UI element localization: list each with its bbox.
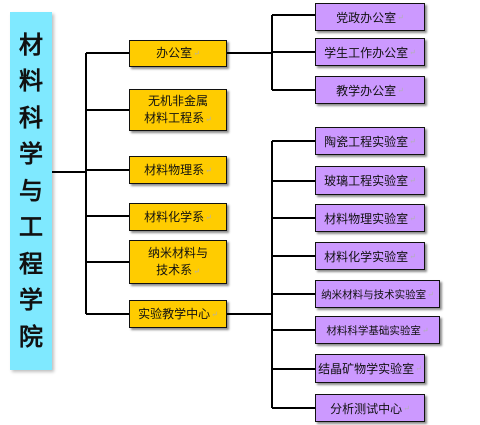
lab-node: 陶瓷工程实验室↵ [315,127,425,155]
root-char: 工 [19,212,43,242]
department-label: 办公室 [156,46,193,60]
root-char: 学 [19,285,43,315]
department-node-nano: 纳米材料与 技术系↵ [129,240,227,284]
lab-label: 结晶矿物学实验室 [318,362,415,376]
department-node-office: 办公室↵ [129,40,227,67]
para-mark: ↵ [427,289,434,299]
office-node: 党政办公室↵ [315,3,425,31]
root-char: 院 [19,321,43,351]
lab-node: 玻璃工程实验室↵ [315,166,425,195]
department-label: 材料化学系 [144,209,205,224]
para-mark: ↵ [421,325,429,335]
root-char: 材 [19,29,43,59]
lab-node: 纳米材料与技术实验室↵ [315,280,440,308]
para-mark: ↵ [409,213,416,223]
lab-node: 材料物理实验室↵ [315,204,425,232]
para-mark: ↵ [397,12,404,22]
office-label: 党政办公室 [336,10,397,25]
office-node: 教学办公室↵ [315,76,425,104]
para-mark: ↵ [409,47,416,57]
lab-label: 玻璃工程实验室 [324,174,409,188]
para-mark: ↵ [193,266,200,276]
root-char: 学 [19,139,43,169]
lab-node: 结晶矿物学实验室↵ [315,354,425,383]
para-mark: ↵ [409,251,416,261]
office-label: 学生工作办公室 [324,45,409,60]
department-node-inorganic: 无机非金属 材料工程系↵ [129,89,227,131]
para-mark: ↵ [205,165,212,175]
para-mark: ↵ [205,114,212,124]
para-mark: ↵ [205,212,212,222]
lab-label: 材料科学基础实验室 [326,324,421,337]
para-mark: ↵ [409,136,416,146]
department-label: 实验教学中心 [138,306,211,321]
para-mark: ↵ [403,403,410,413]
department-node-lab-center: 实验教学中心↵ [129,300,227,328]
department-label: 材料物理系 [144,162,205,177]
lab-label: 陶瓷工程实验室 [324,134,409,149]
department-label-line: 纳米材料与 [147,245,208,260]
root-char: 程 [19,248,43,278]
department-node-chemistry: 材料化学系↵ [129,203,227,231]
department-label-line: 技术系 [156,262,193,277]
office-node: 学生工作办公室↵ [315,38,425,66]
root-char: 与 [19,175,43,205]
lab-label: 分析测试中心 [330,401,403,416]
para-mark: ↵ [397,85,404,95]
department-node-physics: 材料物理系↵ [129,156,227,184]
lab-node: 材料化学实验室↵ [315,242,425,270]
office-label: 教学办公室 [336,83,397,98]
root-char: 科 [19,102,43,132]
department-label-line: 无机非金属 [147,93,208,108]
lab-label: 材料化学实验室 [324,249,409,264]
lab-node: 材料科学基础实验室↵ [315,316,440,344]
para-mark: ↵ [415,364,422,373]
para-mark: ↵ [211,309,218,319]
lab-node: 分析测试中心↵ [315,394,425,422]
para-mark: ↵ [193,49,200,58]
root-node: 材 料 科 学 与 工 程 学 院 [10,12,52,370]
para-mark: ↵ [409,176,416,185]
root-char: 料 [19,66,43,96]
lab-label: 材料物理实验室 [324,211,409,226]
lab-label: 纳米材料与技术实验室 [321,288,427,301]
department-label-line: 材料工程系 [144,110,205,125]
